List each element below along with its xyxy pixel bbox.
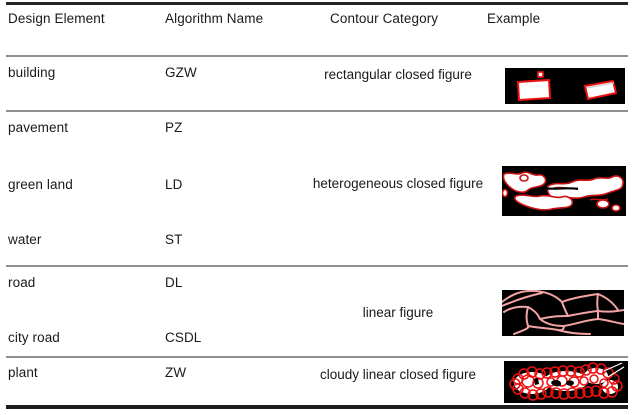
table-row: road bbox=[8, 275, 36, 290]
contour-category-cell: rectangular closed figure bbox=[324, 67, 472, 82]
table-row: green land bbox=[8, 177, 73, 192]
column-header-algorithm-name: Algorithm Name bbox=[165, 11, 264, 26]
column-header-design-element: Design Element bbox=[8, 11, 105, 26]
table-row: city road bbox=[8, 330, 60, 345]
table-row: pavement bbox=[8, 120, 69, 135]
table-row: plant bbox=[8, 365, 38, 380]
algorithm-name-cell: LD bbox=[165, 177, 183, 192]
example-linear-figure bbox=[502, 290, 624, 336]
algorithm-name-cell: GZW bbox=[165, 65, 197, 80]
column-header-contour-category: Contour Category bbox=[330, 11, 439, 26]
example-heterogeneous-closed-figure bbox=[502, 166, 626, 216]
algorithm-name-cell: ST bbox=[165, 232, 183, 247]
algorithm-name-cell: DL bbox=[165, 275, 183, 290]
table-top-border bbox=[6, 2, 628, 5]
table-row: water bbox=[8, 232, 42, 247]
algorithm-name-cell: ZW bbox=[165, 365, 187, 380]
row-separator-1 bbox=[6, 110, 628, 112]
column-header-example: Example bbox=[487, 11, 541, 26]
table-row: building bbox=[8, 65, 56, 80]
example-rectangular-closed-figure bbox=[505, 68, 625, 104]
contour-category-cell: heterogeneous closed figure bbox=[312, 176, 484, 191]
table-bottom-border bbox=[6, 405, 628, 409]
example-cloudy-linear-closed-figure bbox=[504, 361, 628, 403]
row-separator-2 bbox=[6, 265, 628, 267]
header-separator bbox=[6, 55, 628, 57]
algorithm-name-cell: PZ bbox=[165, 120, 183, 135]
contour-category-cell: linear figure bbox=[362, 305, 434, 320]
row-separator-3 bbox=[6, 356, 628, 358]
contour-category-cell: cloudy linear closed figure bbox=[319, 367, 477, 382]
algorithm-name-cell: CSDL bbox=[165, 330, 202, 345]
